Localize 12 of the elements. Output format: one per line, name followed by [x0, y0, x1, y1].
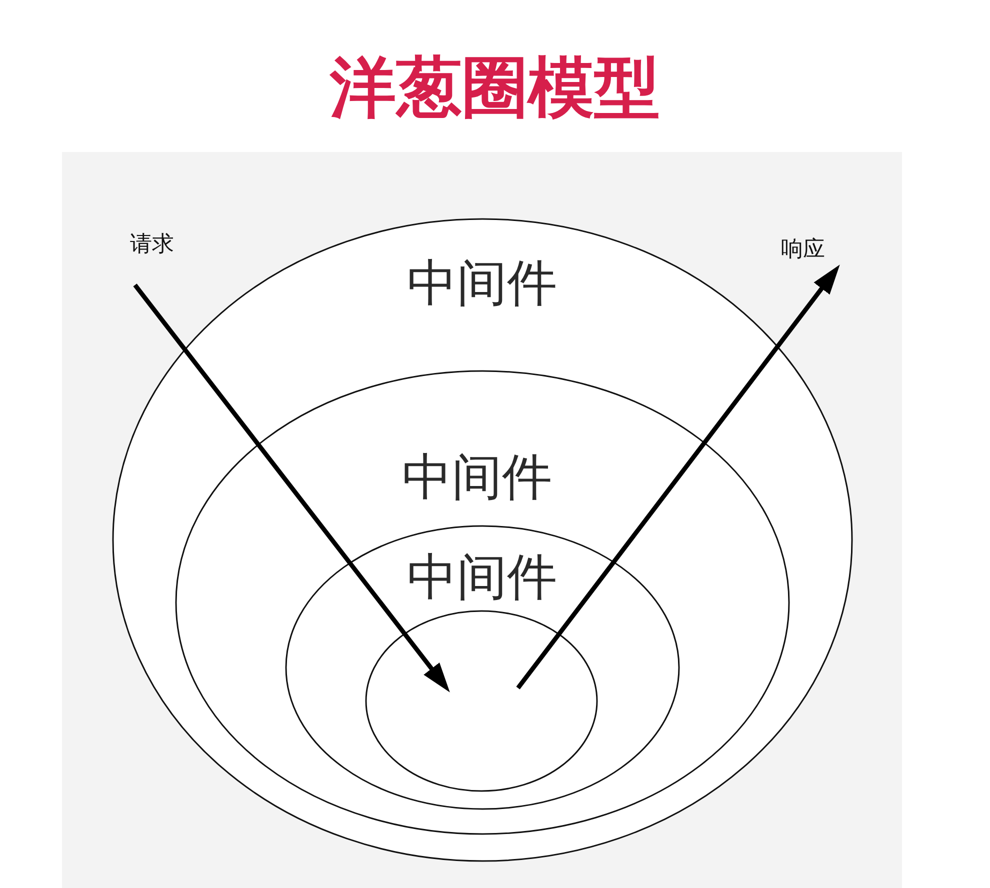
- title: 洋葱圈模型: [330, 50, 660, 126]
- layer-ellipse: [112, 218, 853, 862]
- layer-label: 中间件: [407, 552, 557, 602]
- core-ellipse: [365, 610, 598, 792]
- arrow: [133, 284, 450, 692]
- layer-ellipse: [285, 525, 680, 810]
- layer-ellipse: [175, 370, 790, 835]
- arrow: [516, 264, 840, 690]
- request-label: 请求: [130, 234, 174, 256]
- response-label: 响应: [781, 239, 825, 261]
- layer-label: 中间件: [407, 258, 557, 308]
- layer-label: 中间件: [402, 452, 552, 502]
